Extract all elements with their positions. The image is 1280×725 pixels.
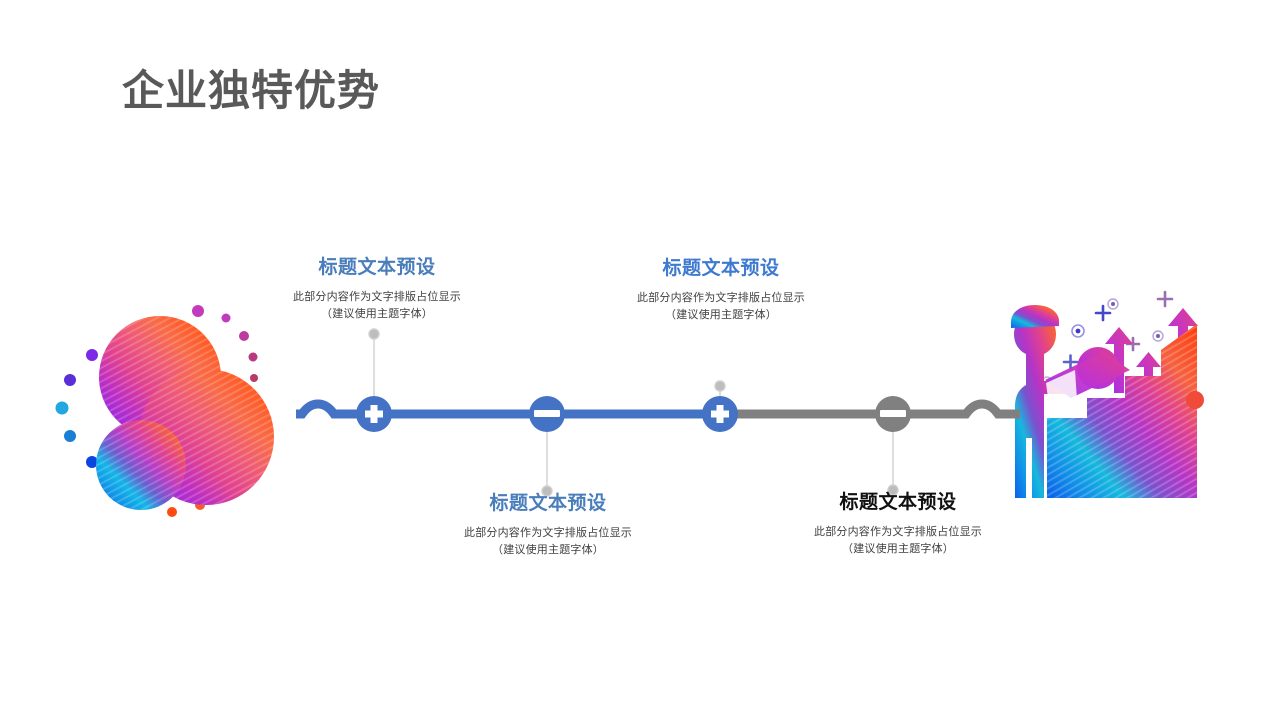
person-silhouette (1011, 305, 1130, 498)
caption-title-3: 标题文本预设 (662, 258, 780, 279)
gradient-circle-group (96, 316, 274, 510)
caption-block-3: 标题文本预设 此部分内容作为文字排版占位显示 （建议使用主题字体） (571, 257, 871, 324)
caption-block-4: 标题文本预设 此部分内容作为文字排版占位显示 （建议使用主题字体） (748, 491, 1048, 558)
caption-title-1: 标题文本预设 (318, 257, 436, 278)
caption-body-2-line1: 此部分内容作为文字排版占位显示 (464, 526, 632, 539)
timeline-line-gray (720, 399, 1020, 419)
stairs-block (1047, 324, 1204, 498)
caption-body-2: 此部分内容作为文字排版占位显示 （建议使用主题字体） (398, 525, 698, 559)
node-connectors (368, 328, 899, 497)
caption-body-2-line2: （建议使用主题字体） (492, 543, 604, 556)
caption-body-4: 此部分内容作为文字排版占位显示 （建议使用主题字体） (748, 524, 1048, 558)
caption-body-4-line2: （建议使用主题字体） (842, 542, 954, 555)
timeline-line-blue (296, 399, 720, 419)
timeline-node-1 (356, 396, 392, 432)
timeline-node-2 (529, 396, 565, 432)
caption-body-4-line1: 此部分内容作为文字排版占位显示 (814, 525, 982, 538)
caption-body-3-line1: 此部分内容作为文字排版占位显示 (637, 291, 805, 304)
caption-body-1-line1: 此部分内容作为文字排版占位显示 (293, 290, 461, 303)
caption-body-3-line2: （建议使用主题字体） (665, 308, 777, 321)
timeline-node-4 (875, 396, 911, 432)
caption-title-2: 标题文本预设 (489, 493, 607, 514)
caption-block-1: 标题文本预设 此部分内容作为文字排版占位显示 （建议使用主题字体） (227, 256, 527, 323)
person-reading-stairs-illustration (985, 288, 1235, 520)
gradient-circles-illustration (48, 300, 318, 530)
caption-title-4: 标题文本预设 (839, 492, 957, 513)
caption-body-1: 此部分内容作为文字排版占位显示 （建议使用主题字体） (227, 289, 527, 323)
page-title: 企业独特优势 (122, 67, 381, 114)
caption-body-1-line2: （建议使用主题字体） (321, 307, 433, 320)
caption-body-3: 此部分内容作为文字排版占位显示 （建议使用主题字体） (571, 290, 871, 324)
caption-block-2: 标题文本预设 此部分内容作为文字排版占位显示 （建议使用主题字体） (398, 492, 698, 559)
timeline-node-3 (702, 396, 738, 432)
